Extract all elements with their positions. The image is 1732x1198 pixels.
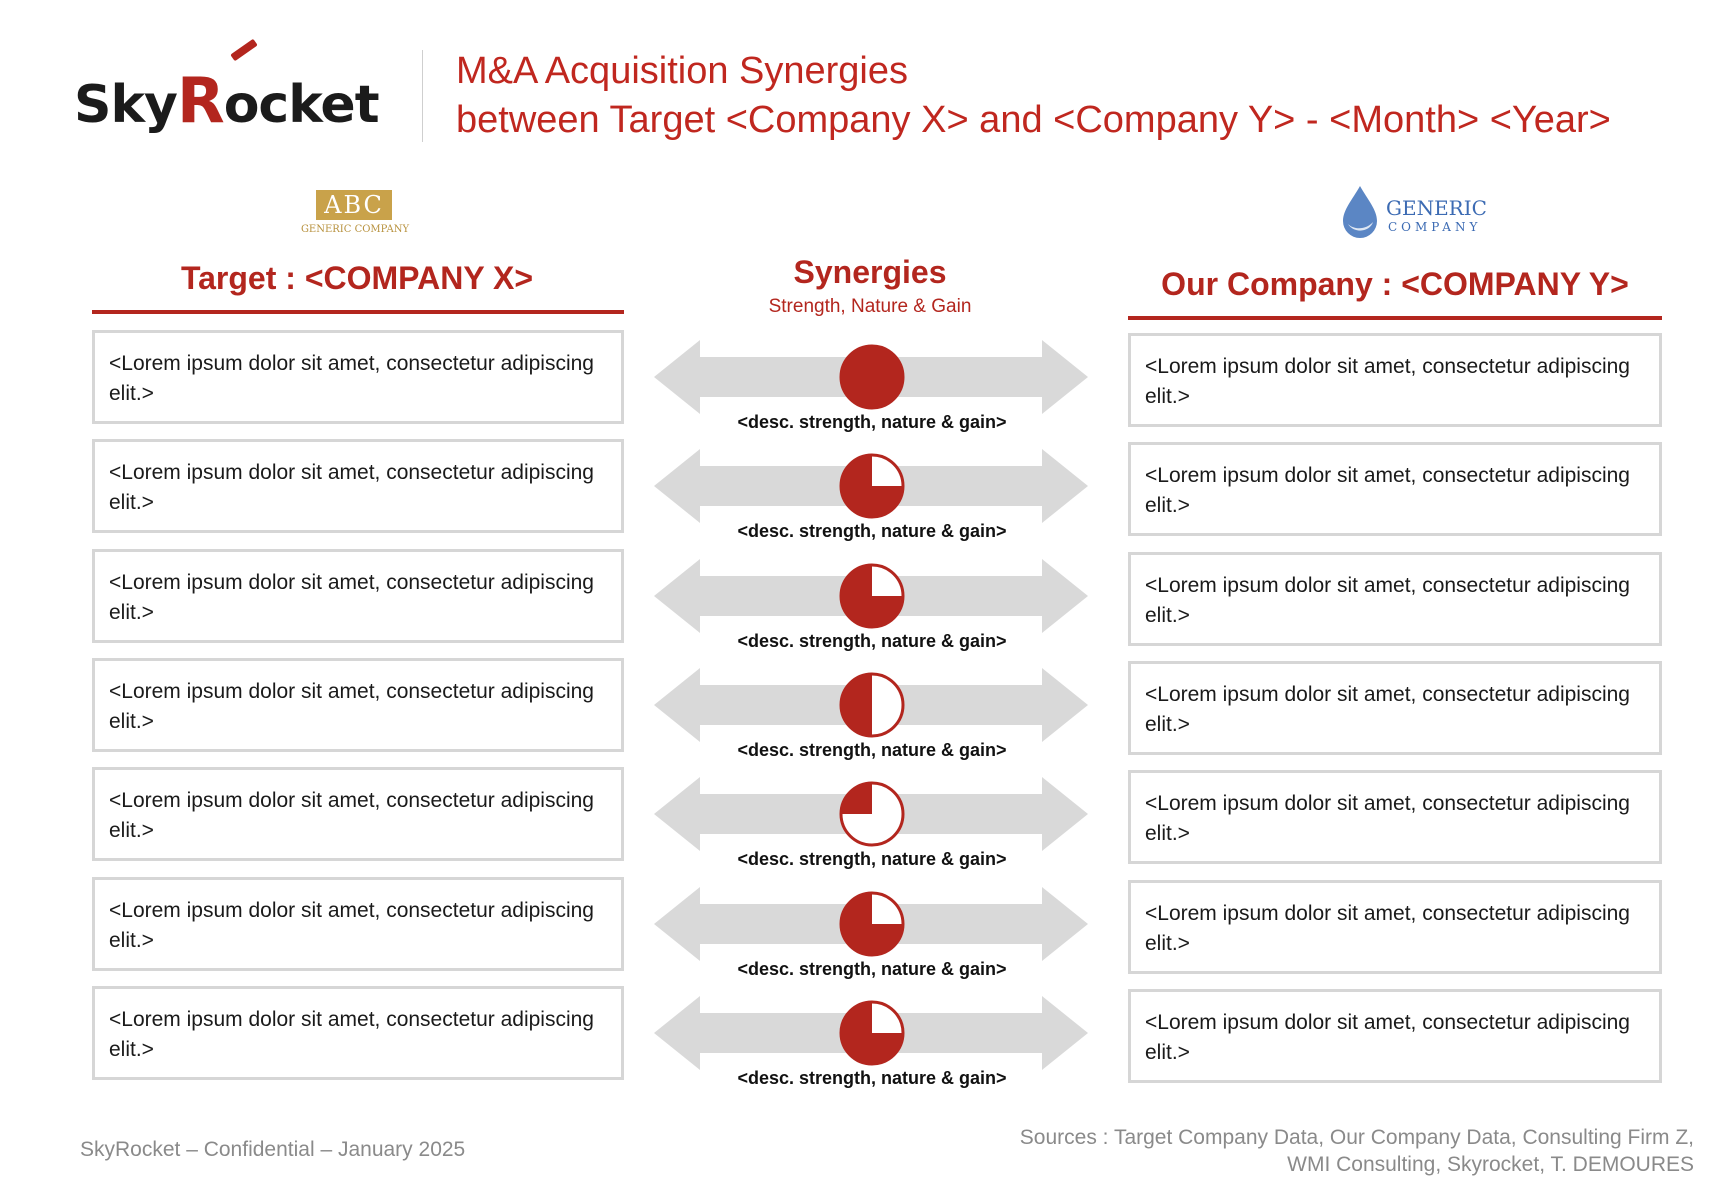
footer-sources: Sources : Target Company Data, Our Compa…	[1020, 1124, 1694, 1178]
target-synergy-box: <Lorem ipsum dolor sit amet, consectetur…	[92, 549, 624, 643]
target-logo-name: GENERIC COMPANY	[300, 224, 410, 235]
synergies-subtitle: Strength, Nature & Gain	[768, 296, 972, 317]
our-logo-sub: COMPANY	[1388, 220, 1482, 234]
target-synergy-box: <Lorem ipsum dolor sit amet, consectetur…	[92, 658, 624, 752]
target-synergy-box: <Lorem ipsum dolor sit amet, consectetur…	[92, 439, 624, 533]
target-logo-mark: ABC	[316, 190, 392, 220]
logo-text: SkyRocket	[74, 64, 380, 137]
harvey-ball-strength-icon	[839, 672, 905, 738]
logo-text-sky: Sky	[74, 75, 178, 135]
synergy-description: <desc. strength, nature & gain>	[737, 849, 1007, 869]
synergy-description: <desc. strength, nature & gain>	[737, 412, 1007, 432]
logo-text-r: R	[176, 64, 225, 137]
footer-sources-line2: WMI Consulting, Skyrocket, T. DEMOURES	[1287, 1153, 1694, 1176]
water-drop-icon	[1343, 186, 1377, 238]
target-title-rule	[92, 310, 624, 314]
our-company-title-rule	[1128, 316, 1662, 320]
footer-confidential: SkyRocket – Confidential – January 2025	[80, 1138, 466, 1161]
footer-sources-line1: Sources : Target Company Data, Our Compa…	[1019, 1126, 1694, 1149]
harvey-ball-strength-icon	[839, 563, 905, 629]
synergy-description: <desc. strength, nature & gain>	[737, 521, 1007, 541]
synergy-description: <desc. strength, nature & gain>	[737, 1068, 1007, 1088]
synergies-title: Synergies	[793, 254, 947, 290]
page-title-line1: M&A Acquisition Synergies	[456, 50, 909, 92]
target-column-title: Target : <COMPANY X>	[180, 260, 534, 296]
our-company-logo: GENERIC COMPANY	[1340, 184, 1490, 244]
target-synergy-box: <Lorem ipsum dolor sit amet, consectetur…	[92, 767, 624, 861]
synergy-description: <desc. strength, nature & gain>	[737, 740, 1007, 760]
harvey-ball-strength-icon	[839, 344, 905, 410]
our-company-synergy-box: <Lorem ipsum dolor sit amet, consectetur…	[1128, 661, 1662, 755]
our-logo-name: GENERIC	[1386, 196, 1487, 220]
logo-text-ocket: ocket	[223, 75, 380, 135]
page-title-line2: between Target <Company X> and <Company …	[456, 99, 1611, 141]
our-company-synergy-box: <Lorem ipsum dolor sit amet, consectetur…	[1128, 333, 1662, 427]
logo-accent-mark	[230, 38, 258, 62]
harvey-ball-strength-icon	[839, 453, 905, 519]
target-synergy-box: <Lorem ipsum dolor sit amet, consectetur…	[92, 330, 624, 424]
target-company-logo: ABC GENERIC COMPANY	[300, 190, 410, 242]
target-synergy-box: <Lorem ipsum dolor sit amet, consectetur…	[92, 877, 624, 971]
our-company-synergy-box: <Lorem ipsum dolor sit amet, consectetur…	[1128, 442, 1662, 536]
harvey-ball-strength-icon	[839, 781, 905, 847]
our-company-synergy-box: <Lorem ipsum dolor sit amet, consectetur…	[1128, 989, 1662, 1083]
our-company-synergy-box: <Lorem ipsum dolor sit amet, consectetur…	[1128, 880, 1662, 974]
harvey-ball-strength-icon	[839, 1000, 905, 1066]
header-divider	[422, 50, 423, 142]
skyrocket-logo: SkyRocket	[74, 38, 394, 150]
our-company-column-title: Our Company : <COMPANY Y>	[1161, 266, 1629, 302]
our-company-synergy-box: <Lorem ipsum dolor sit amet, consectetur…	[1128, 770, 1662, 864]
synergy-description: <desc. strength, nature & gain>	[737, 959, 1007, 979]
our-company-synergy-box: <Lorem ipsum dolor sit amet, consectetur…	[1128, 552, 1662, 646]
synergy-description: <desc. strength, nature & gain>	[737, 631, 1007, 651]
target-synergy-box: <Lorem ipsum dolor sit amet, consectetur…	[92, 986, 624, 1080]
harvey-ball-strength-icon	[839, 891, 905, 957]
